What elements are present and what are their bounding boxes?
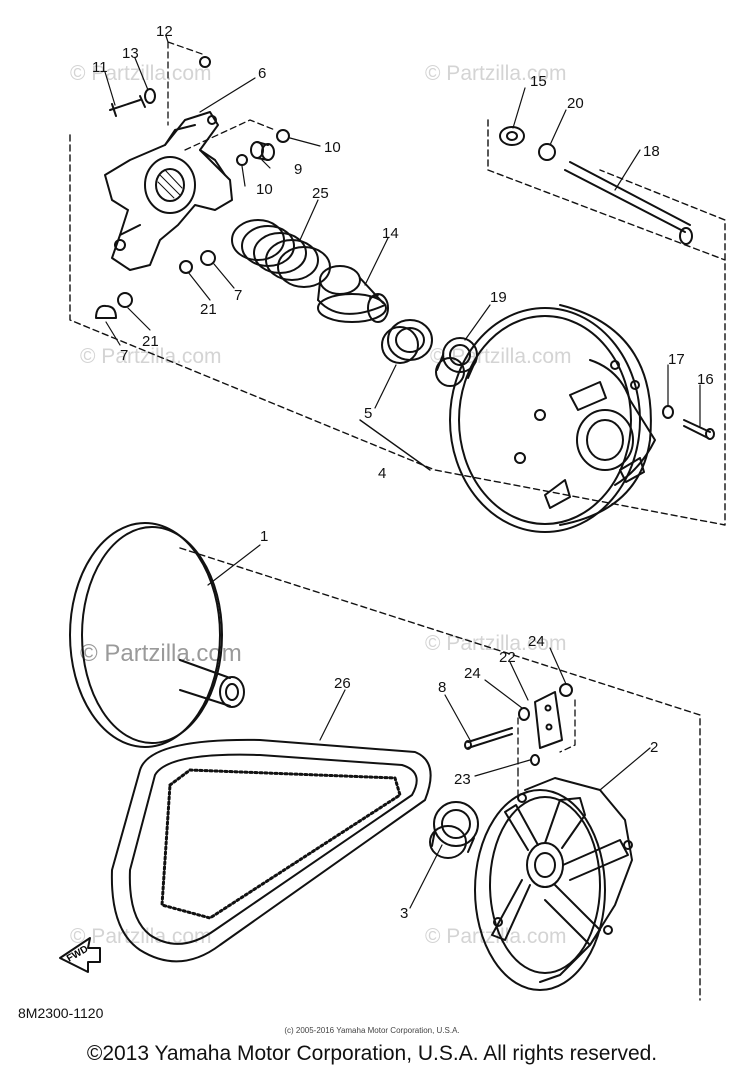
bolt-18 bbox=[564, 161, 691, 233]
callout-13: 13 bbox=[122, 45, 139, 62]
callout-24: 24 bbox=[528, 633, 545, 650]
leader-4 bbox=[359, 419, 431, 471]
callout-17: 17 bbox=[668, 351, 685, 368]
cap-7-lower bbox=[95, 304, 117, 319]
callout-20: 20 bbox=[567, 95, 584, 112]
assembly-outline-upper bbox=[69, 134, 726, 526]
fwd-arrow bbox=[59, 937, 101, 973]
sleeve-14 bbox=[317, 265, 389, 323]
fwd-label: FWD bbox=[65, 944, 90, 965]
callout-2: 2 bbox=[650, 739, 658, 756]
callout-4: 4 bbox=[378, 465, 386, 482]
watermark: © Partzilla.com bbox=[70, 925, 212, 948]
callout-9: 9 bbox=[294, 161, 302, 178]
callout-10: 10 bbox=[324, 139, 341, 156]
callout-16: 16 bbox=[697, 371, 714, 388]
roller-24-b bbox=[559, 683, 573, 697]
roller-pin-9 bbox=[250, 141, 275, 161]
callout-6: 6 bbox=[258, 65, 266, 82]
bolt-16 bbox=[683, 419, 711, 439]
callout-21: 21 bbox=[200, 301, 217, 318]
callout-21: 21 bbox=[142, 333, 159, 350]
watermark: © Partzilla.com bbox=[80, 640, 242, 667]
sliding-sheave-1 bbox=[69, 522, 245, 748]
nut-20 bbox=[538, 143, 556, 161]
drive-belt-26 bbox=[110, 738, 432, 963]
callout-24: 24 bbox=[464, 665, 481, 682]
callout-12: 12 bbox=[156, 23, 173, 40]
callout-22: 22 bbox=[499, 649, 516, 666]
callout-26: 26 bbox=[334, 675, 351, 692]
watermark: © Partzilla.com bbox=[425, 62, 567, 85]
callout-7: 7 bbox=[120, 347, 128, 364]
sheave-cover-4 bbox=[449, 304, 656, 533]
watermark: © Partzilla.com bbox=[80, 345, 222, 368]
roller-24-a bbox=[518, 707, 530, 721]
washer-21-upper bbox=[179, 260, 193, 274]
bushing-3 bbox=[429, 801, 479, 859]
callout-11: 11 bbox=[92, 59, 108, 76]
bolt-23 bbox=[530, 754, 540, 766]
oil-seal-5 bbox=[381, 319, 433, 364]
washer-10-lower bbox=[236, 154, 248, 166]
washer-17 bbox=[662, 405, 674, 419]
callout-23: 23 bbox=[454, 771, 471, 788]
spider-cam-part bbox=[104, 111, 233, 271]
footer-copyright: ©2013 Yamaha Motor Corporation, U.S.A. A… bbox=[86, 1042, 658, 1065]
callout-18: 18 bbox=[643, 143, 660, 160]
callout-14: 14 bbox=[382, 225, 399, 242]
weight-22 bbox=[534, 691, 563, 749]
spring-25 bbox=[231, 219, 331, 288]
washer-13 bbox=[144, 88, 156, 104]
assembly-outline-bolt bbox=[487, 119, 726, 261]
callout-1: 1 bbox=[260, 528, 268, 545]
primary-sheave-2 bbox=[474, 777, 633, 991]
callout-7: 7 bbox=[234, 287, 242, 304]
lower-outline bbox=[179, 547, 701, 1001]
callout-3: 3 bbox=[400, 905, 408, 922]
callout-19: 19 bbox=[490, 289, 507, 306]
callout-5: 5 bbox=[364, 405, 372, 422]
diagram-code: 8M2300-1120 bbox=[18, 1005, 104, 1021]
washer-21-lower bbox=[117, 292, 133, 308]
small-copyright: (c) 2005-2016 Yamaha Motor Corporation, … bbox=[284, 1026, 460, 1035]
callout-8: 8 bbox=[438, 679, 446, 696]
callout-15: 15 bbox=[530, 73, 547, 90]
nut-12 bbox=[199, 56, 211, 68]
bolt-11 bbox=[109, 99, 141, 117]
callout-25: 25 bbox=[312, 185, 329, 202]
washer-15 bbox=[499, 126, 525, 146]
washer-10-upper bbox=[276, 129, 290, 143]
pin-8 bbox=[467, 727, 513, 749]
cap-7-upper bbox=[200, 250, 216, 266]
callout-10: 10 bbox=[256, 181, 273, 198]
